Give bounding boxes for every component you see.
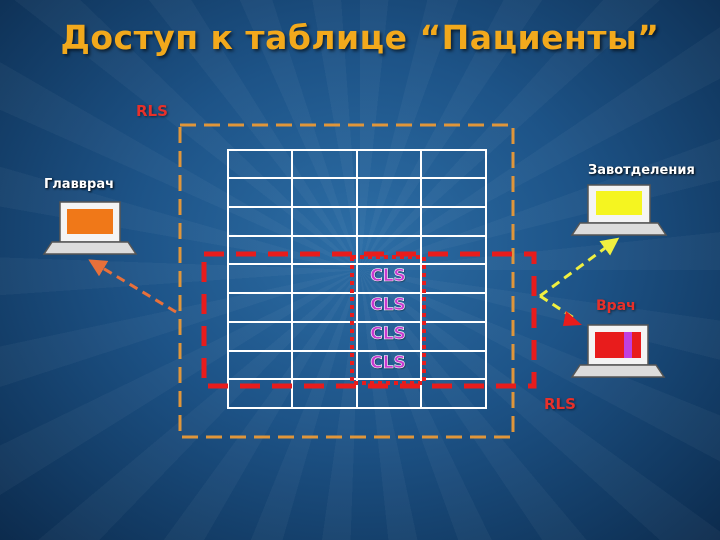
vrach-label: Врач xyxy=(596,298,636,314)
cls-label: CLS xyxy=(370,295,406,316)
rls-top-label: RLS xyxy=(136,102,168,120)
cls-label: CLS xyxy=(370,266,406,287)
zavotdeleniya-access-arrow xyxy=(539,237,620,298)
glavvrach-label: Главврач xyxy=(44,177,115,192)
laptop-icon xyxy=(42,201,138,255)
page-title: Доступ к таблице “Пациенты” xyxy=(60,18,660,57)
laptop-icon xyxy=(570,324,666,378)
glavvrach-screen xyxy=(67,209,113,234)
rls-bottom-label: RLS xyxy=(544,395,576,413)
cls-column-boundary xyxy=(350,255,426,385)
cls-label: CLS xyxy=(370,324,406,345)
vrach-screen-stripe xyxy=(624,332,632,358)
rls-inner-boundary xyxy=(201,251,537,389)
zavotdeleniya-screen xyxy=(596,191,642,215)
zavotdeleniya-label: Завотделения xyxy=(588,163,695,178)
patients-table-grid xyxy=(227,149,487,409)
vrach-access-arrowhead xyxy=(563,311,582,326)
vrach-screen xyxy=(595,332,641,358)
cls-label: CLS xyxy=(370,353,406,374)
glavvrach-access-arrow xyxy=(88,259,177,314)
rls-outer-boundary xyxy=(178,123,515,439)
laptop-icon xyxy=(570,184,668,236)
